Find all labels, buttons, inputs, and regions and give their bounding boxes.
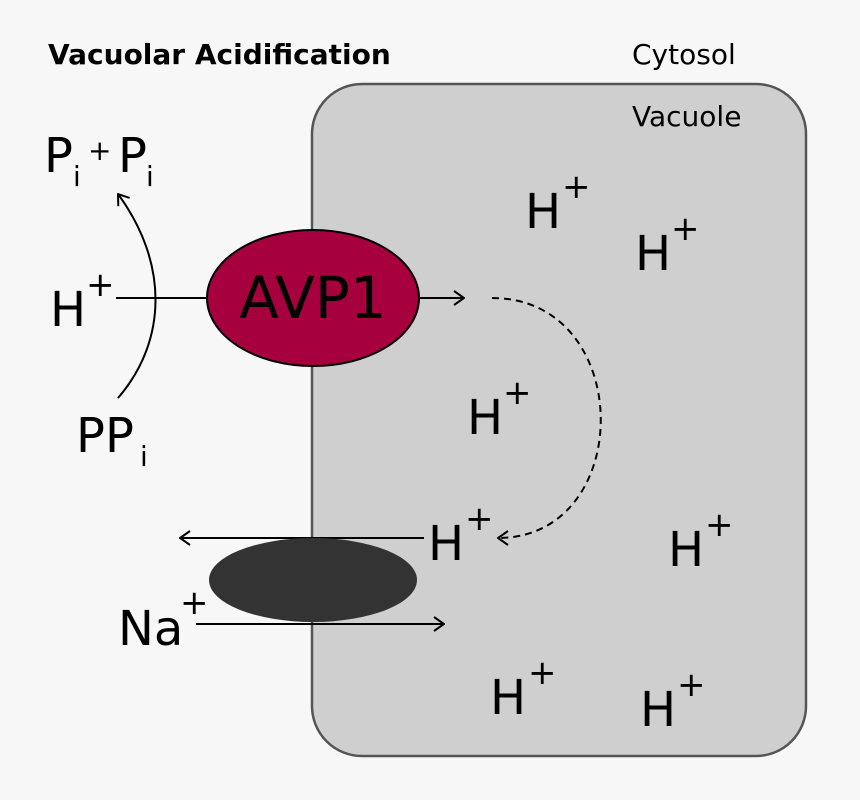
- avp1-pump: [206, 229, 420, 367]
- cytosol-proton: H +: [50, 265, 115, 338]
- svg-text:+: +: [465, 499, 494, 539]
- vacuole-proton: H +: [635, 209, 700, 282]
- vacuole-proton: H +: [428, 499, 494, 572]
- vacuole-proton: H +: [467, 373, 532, 446]
- diagram-title: Vacuolar Acidification: [48, 38, 391, 71]
- svg-text:H: H: [428, 516, 464, 572]
- sodium-ion: Na +: [118, 583, 209, 657]
- svg-text:H: H: [490, 670, 526, 726]
- svg-text:+: +: [503, 373, 532, 413]
- svg-text:+: +: [671, 209, 700, 249]
- vacuole-proton: H +: [525, 167, 591, 240]
- avp1-label: AVP1: [239, 264, 387, 332]
- cytosol-proton-h: H: [50, 282, 86, 338]
- ppi-pp: PP: [76, 408, 134, 464]
- svg-text:H: H: [467, 390, 503, 446]
- vacuole-proton: H +: [490, 653, 557, 726]
- svg-text:+: +: [562, 167, 591, 207]
- vacuole-label: Vacuole: [632, 100, 741, 133]
- pi-1-p: P: [44, 128, 73, 184]
- ppi-sub: i: [140, 440, 148, 473]
- pi-plus-sign: +: [88, 134, 111, 167]
- pi-plus-pi-label: P i + P i: [44, 128, 154, 193]
- sodium-plus: +: [180, 583, 209, 623]
- svg-text:H: H: [640, 682, 676, 738]
- pi-1-sub: i: [73, 160, 81, 193]
- svg-text:+: +: [528, 653, 557, 693]
- nhx-antiporter: [209, 538, 417, 622]
- pi-2-sub: i: [146, 160, 154, 193]
- cytosol-proton-plus: +: [86, 265, 115, 305]
- sodium-na: Na: [118, 601, 183, 657]
- svg-text:+: +: [677, 665, 706, 705]
- svg-text:H: H: [525, 184, 561, 240]
- vacuole-compartment: [310, 82, 808, 758]
- vacuole-proton: H +: [640, 665, 706, 738]
- ppi-hydrolysis-arrow: [118, 194, 157, 399]
- svg-text:H: H: [635, 226, 671, 282]
- svg-text:H: H: [668, 522, 704, 578]
- pi-2-p: P: [118, 128, 147, 184]
- svg-text:+: +: [705, 505, 734, 545]
- proton-recycle-arrow: [491, 297, 602, 538]
- vacuole-proton: H +: [668, 505, 734, 578]
- cytosol-label: Cytosol: [632, 38, 736, 71]
- ppi-label: PP i: [76, 408, 148, 473]
